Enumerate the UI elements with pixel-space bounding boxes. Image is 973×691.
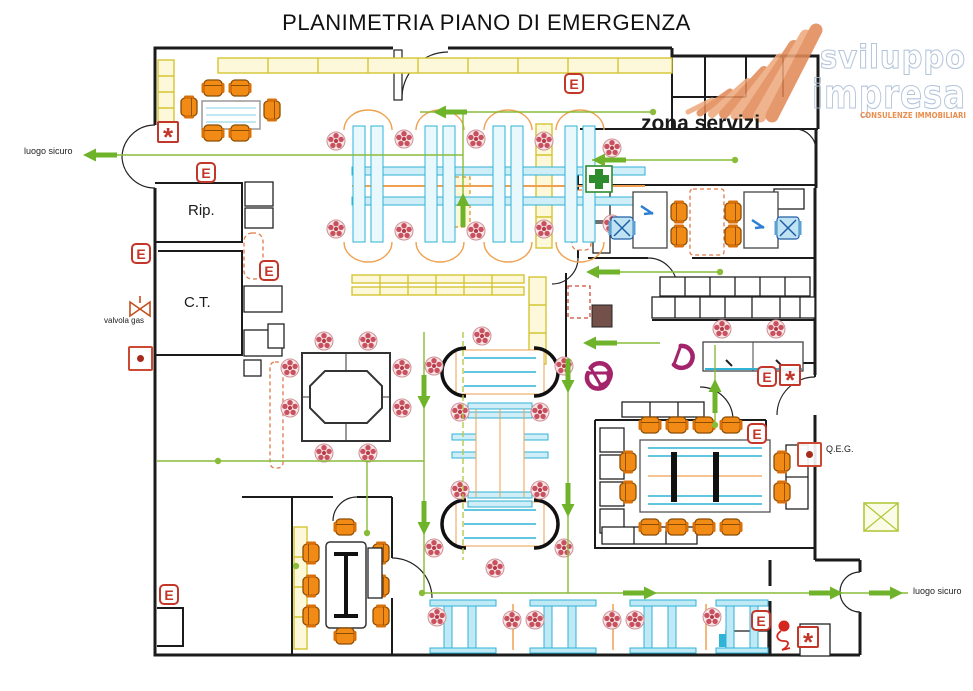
asterisk-icon: * <box>779 364 801 393</box>
first-aid-icon <box>585 165 613 193</box>
exit-sign-icon: E <box>747 423 767 444</box>
route-dot <box>711 421 719 429</box>
route-arrow-icon <box>417 375 431 409</box>
exit-sign-icon: E <box>196 162 216 183</box>
assembly-point-icon <box>863 502 899 532</box>
route-dot <box>214 457 222 465</box>
room-label-rip: Rip. <box>188 202 215 219</box>
meeting-room-bottom-left <box>302 518 390 645</box>
exit-sign-icon: E <box>159 584 179 605</box>
logo-tagline: CONSULENZE IMMOBILIARI <box>860 111 966 120</box>
conference-room <box>599 401 791 545</box>
exit-sign-icon: E <box>259 260 279 281</box>
route-arrow-icon <box>583 336 617 350</box>
logo-line1: sviluppo <box>820 38 966 76</box>
route-arrow-icon <box>586 265 620 279</box>
hose-reel-icon <box>776 620 791 651</box>
route-arrow-icon <box>708 379 722 413</box>
logo-line2: impresa <box>812 72 966 118</box>
route-arrow-icon <box>869 586 903 600</box>
logo-stripes-icon <box>685 23 823 123</box>
route-dot <box>716 268 724 276</box>
extinguisher-icon <box>797 442 822 467</box>
asterisk-icon: * <box>797 626 819 655</box>
safe-place-label-right: luogo sicuro <box>913 586 962 596</box>
exit-sign-icon: E <box>131 243 151 264</box>
route-dot <box>649 108 657 116</box>
safe-place-label-left: luogo sicuro <box>24 146 73 156</box>
route-arrow-icon <box>592 153 626 167</box>
route-arrow-icon <box>433 105 467 119</box>
route-arrow-icon <box>623 586 657 600</box>
asterisk-icon: * <box>157 121 179 150</box>
exit-sign-icon: E <box>564 73 584 94</box>
yellow-cabinets <box>157 57 673 650</box>
route-dot <box>292 562 300 570</box>
zone-label-servizi: zona servizi <box>641 112 761 135</box>
route-arrow-icon <box>456 193 470 227</box>
qeg-label: Q.E.G. <box>826 444 854 454</box>
meeting-table-top-left <box>180 79 281 142</box>
gas-valve-icon <box>129 296 151 318</box>
company-logo: sviluppo impresa CONSULENZE IMMOBILIARI <box>685 23 966 123</box>
route-arrow-icon <box>417 501 431 535</box>
extinguisher-icon <box>128 346 153 371</box>
route-dot <box>731 156 739 164</box>
evacuation-routes <box>83 105 908 600</box>
gas-valve-label: valvola gas <box>104 316 145 325</box>
exit-sign-icon: E <box>757 366 777 387</box>
route-arrow-icon <box>561 483 575 517</box>
service-zone-desks <box>607 191 803 249</box>
bottom-desk-row <box>427 599 769 654</box>
route-dot <box>418 589 426 597</box>
exit-sign-icon: E <box>751 610 771 631</box>
route-arrow-icon <box>561 359 575 393</box>
route-dot <box>363 529 371 537</box>
octagon-table-area <box>280 331 412 463</box>
route-arrow-icon <box>83 148 117 162</box>
oval-desk-island <box>424 326 609 578</box>
page-title: PLANIMETRIA PIANO DI EMERGENZA <box>282 10 691 35</box>
route-arrow-icon <box>809 586 843 600</box>
room-label-ct: C.T. <box>184 294 211 311</box>
